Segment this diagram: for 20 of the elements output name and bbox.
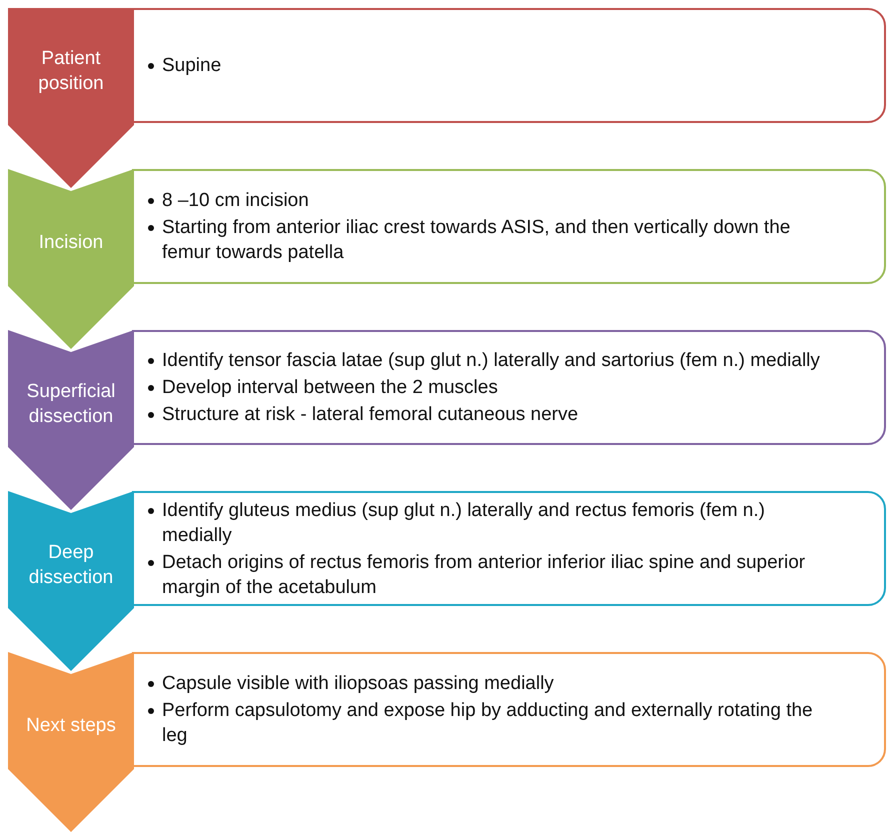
step-panel — [132, 169, 886, 284]
step-title: Next steps — [25, 714, 117, 738]
step-panel — [132, 652, 886, 767]
bullet-text: Structure at risk - lateral femoral cutaneous nerve — [162, 403, 580, 427]
bullet-text: Identify gluteus medius (sup glut n.) laterally and rectus femoris (fem n.) medially — [162, 498, 766, 548]
bullet-text: Starting from anterior iliac crest towards ASIS, and then vertically down the femur towards patella — [162, 216, 792, 265]
bullet-text: Perform capsulotomy and expose hip by adducting and externally rotating the leg — [162, 699, 814, 748]
bullet-text: Supine — [162, 54, 222, 78]
step-title: Patient position — [37, 46, 105, 96]
step-panel — [132, 8, 886, 123]
step-title: Superficial dissection — [26, 380, 116, 428]
step-panel — [132, 491, 886, 606]
step-title: Deep dissection — [28, 540, 114, 590]
step-title: Incision — [38, 231, 104, 255]
bullet-text: 8 –10 cm incision — [162, 189, 310, 213]
bullet-text: Capsule visible with iliopsoas passing medially — [162, 672, 555, 696]
bullet-text: Identify tensor fascia latae (sup glut n.) laterally and sartorius (fem n.) medially — [162, 349, 821, 373]
bullet-text: Develop interval between the 2 muscles — [162, 376, 499, 400]
step-panel — [132, 330, 886, 445]
bullet-text: Detach origins of rectus femoris from anterior inferior iliac spine and superior margin of the acetabulum — [162, 550, 806, 600]
